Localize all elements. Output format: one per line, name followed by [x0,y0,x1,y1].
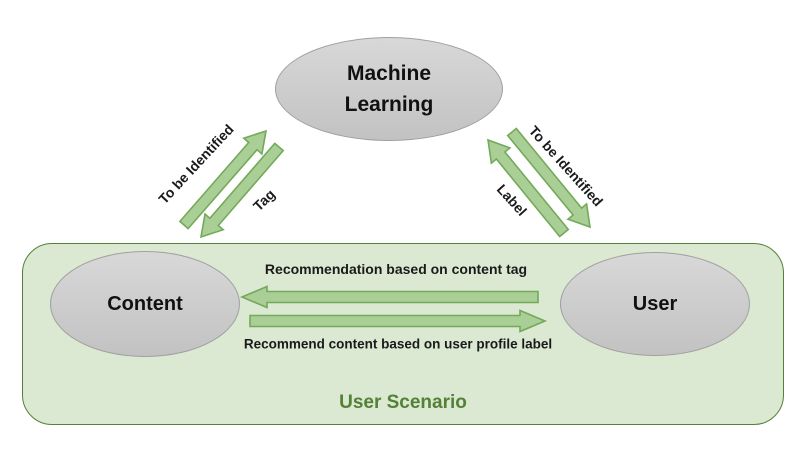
node-content-label: Content [107,292,183,315]
node-machine-learning: Machine Learning [275,37,503,141]
node-user: User [560,252,750,356]
node-content: Content [50,251,240,357]
arrow-ml-to-content-icon [199,142,285,239]
edge-label-recommendation-top: Recommendation based on content tag [264,261,528,277]
user-scenario-caption: User Scenario [339,392,467,413]
edge-label-recommendation-bottom: Recommend content based on user profile … [243,336,553,352]
arrow-user-to-content-icon [239,285,539,309]
arrow-user-to-ml-icon [487,138,570,238]
node-machine-learning-label: Machine Learning [344,61,434,117]
arrow-content-to-ml-icon [178,129,268,230]
arrow-content-to-user-icon [249,309,548,333]
node-user-label: User [632,292,678,315]
arrow-ml-to-user-icon [506,127,591,229]
